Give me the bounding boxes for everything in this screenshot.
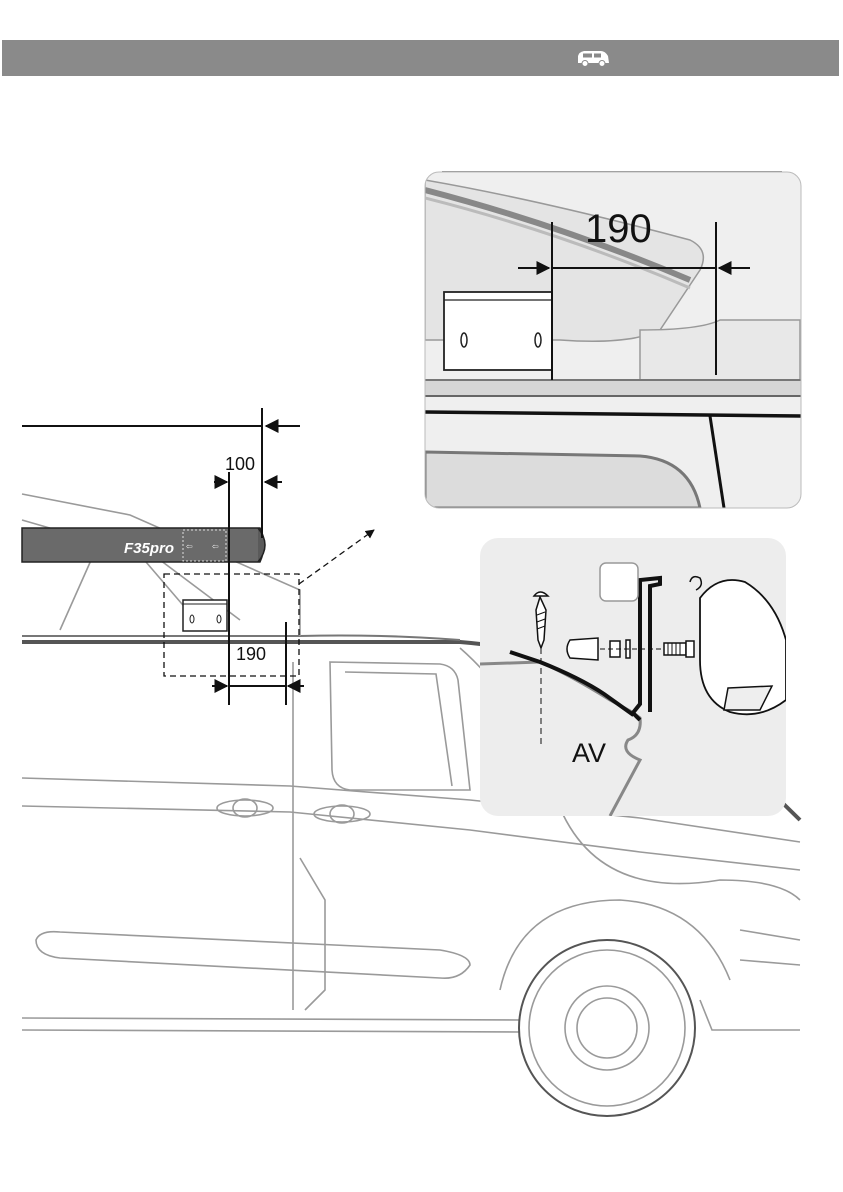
roof-bracket bbox=[183, 600, 227, 631]
orientation-label: AV bbox=[572, 738, 606, 768]
dimension-100-label: 100 bbox=[225, 454, 255, 474]
detail-dimension-label: 190 bbox=[585, 207, 652, 251]
model-label: F35pro bbox=[124, 540, 174, 557]
svg-text:⇦: ⇦ bbox=[212, 542, 219, 551]
dimension-190-label: 190 bbox=[236, 644, 266, 664]
detail-panel: 190 bbox=[425, 172, 801, 508]
fixing-detail-panel: AV bbox=[480, 538, 786, 816]
svg-text:⇦: ⇦ bbox=[186, 542, 193, 551]
